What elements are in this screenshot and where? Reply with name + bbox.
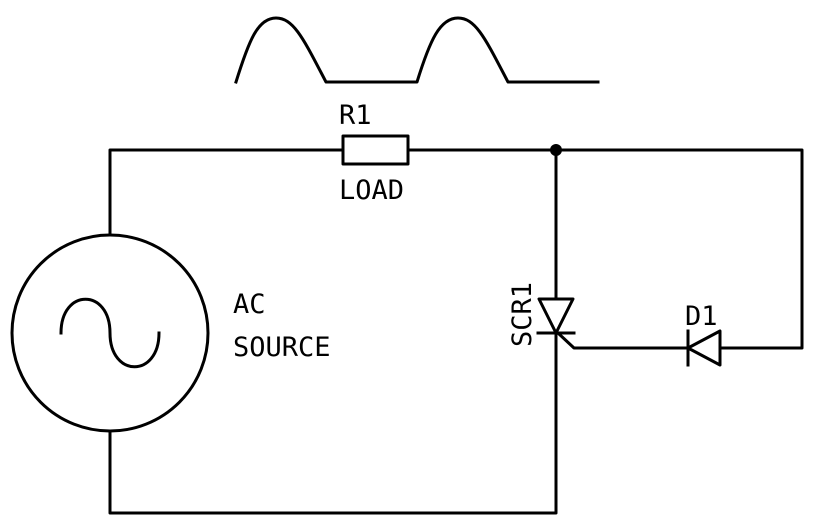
wires xyxy=(108,148,804,515)
source-label-line2: SOURCE xyxy=(233,332,331,363)
output-waveform xyxy=(234,16,600,84)
resistor-value-label: LOAD xyxy=(339,175,404,206)
diode-ref-label: D1 xyxy=(685,301,718,332)
ac-source-circle xyxy=(10,233,210,433)
wire-gate xyxy=(555,330,690,350)
wire-top-left xyxy=(108,148,345,237)
diode-triangle xyxy=(686,329,722,367)
diode-d1 xyxy=(686,329,722,367)
ac-source xyxy=(10,233,210,433)
sine-icon xyxy=(59,297,161,369)
junction-dot xyxy=(550,144,562,156)
resistor-r1 xyxy=(341,134,410,166)
source-label-line1: AC xyxy=(233,289,266,320)
wire-top-right xyxy=(406,148,804,350)
wire-bottom-return xyxy=(108,331,558,515)
thyristor-scr1 xyxy=(536,297,576,335)
scr-ref-label: SCR1 xyxy=(507,282,538,347)
resistor-ref-label: R1 xyxy=(339,100,372,131)
scr-triangle xyxy=(537,297,575,335)
